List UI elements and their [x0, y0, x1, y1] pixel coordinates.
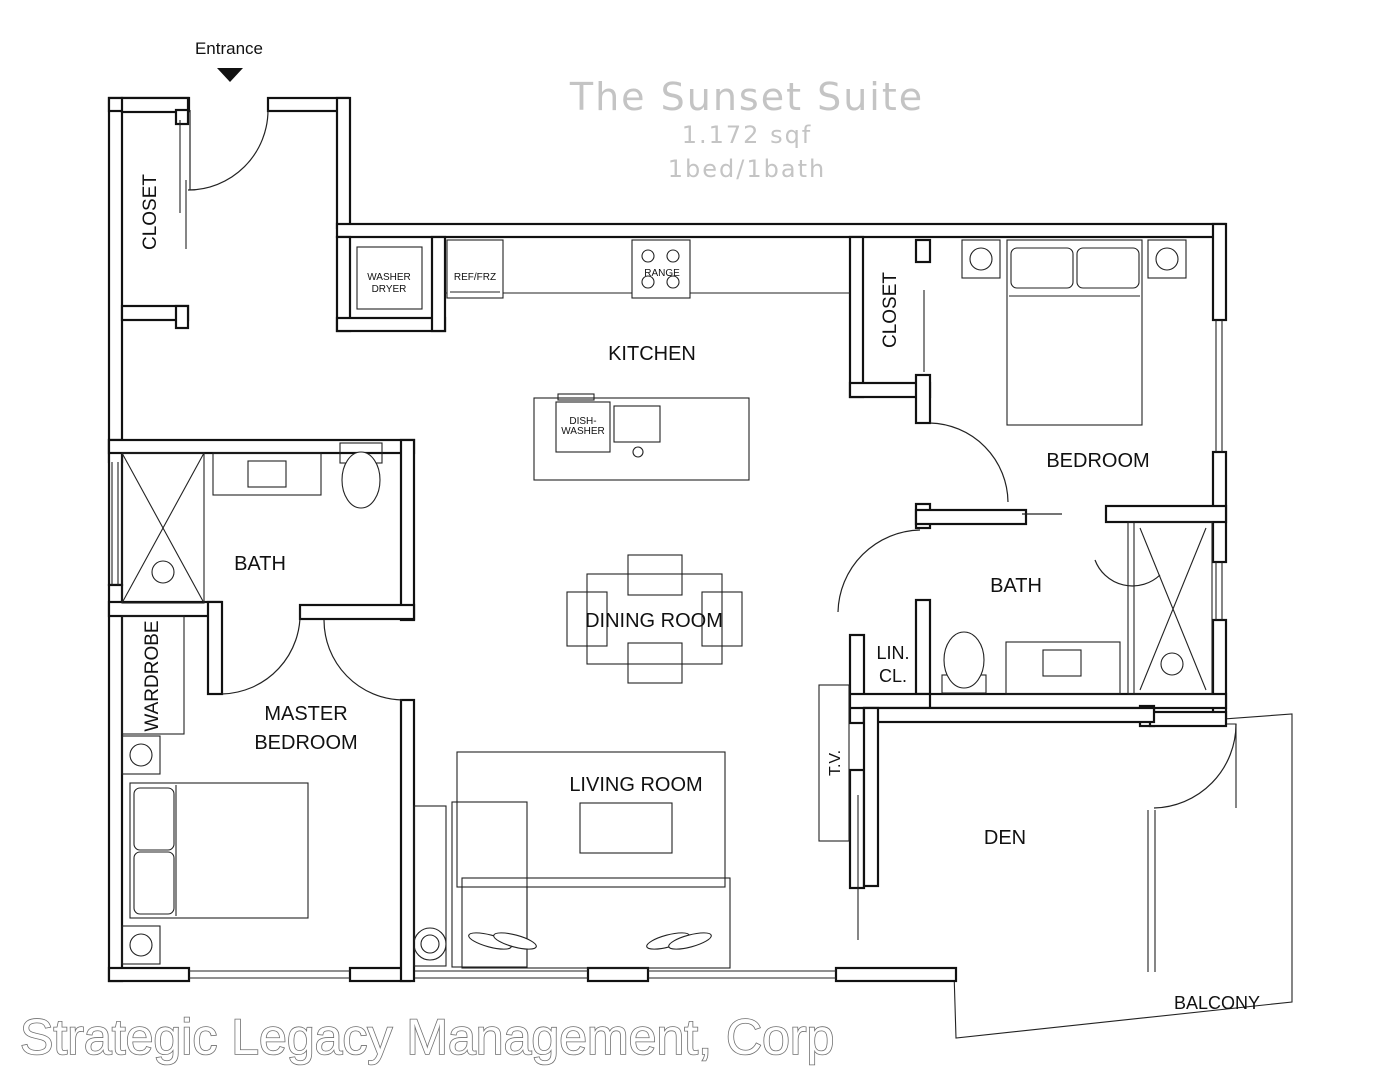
bedroom-label: BEDROOM — [1046, 450, 1149, 472]
master-bedroom-label-2: BEDROOM — [254, 732, 357, 754]
balcony — [953, 713, 1293, 1039]
kitchen-island — [533, 393, 750, 481]
entrance-arrow-icon — [217, 68, 243, 82]
dining-room-label: DINING ROOM — [585, 610, 723, 632]
plan-title: The Sunset Suite — [569, 75, 924, 119]
master-bath-label: BATH — [234, 553, 286, 575]
guest-bath-fixtures — [941, 521, 1213, 695]
plan-area: 1.172 sqf — [682, 121, 813, 149]
ref-frz-label: REF/FRZ — [454, 272, 496, 283]
dishwasher-label-2: WASHER — [561, 426, 605, 437]
tv-label: T.V. — [827, 750, 844, 776]
living-room-furniture — [413, 751, 731, 969]
entrance-label: Entrance — [195, 39, 263, 58]
linen-closet-label-2: CL. — [879, 666, 907, 686]
dining-table — [566, 554, 743, 684]
entry-closet-label: CLOSET — [140, 174, 161, 250]
range-label: RANGE — [644, 268, 680, 279]
walls — [107, 96, 1228, 983]
living-room-label: LIVING ROOM — [569, 774, 702, 796]
linen-closet-label-1: LIN. — [876, 643, 909, 663]
master-bath-fixtures — [121, 442, 383, 604]
guest-bath-label: BATH — [990, 575, 1042, 597]
bedroom-bed — [961, 239, 1187, 426]
kitchen-label: KITCHEN — [608, 343, 696, 365]
doors — [179, 109, 1237, 940]
wardrobe-label: WARDROBE — [142, 620, 163, 731]
master-bedroom-label-1: MASTER — [264, 703, 347, 725]
range — [631, 239, 691, 299]
den-label: DEN — [984, 827, 1026, 849]
dryer-label: DRYER — [372, 284, 407, 295]
wardrobe — [121, 615, 185, 735]
fridge — [446, 239, 504, 299]
dishwasher-label-1: DISH- — [569, 416, 596, 427]
master-bed — [121, 735, 309, 965]
washer-label: WASHER — [367, 272, 411, 283]
bedroom-closet-label: CLOSET — [880, 272, 901, 348]
tv-console — [818, 684, 850, 842]
plan-bed-bath: 1bed/1bath — [668, 155, 826, 183]
washer-dryer — [356, 246, 423, 310]
balcony-label: BALCONY — [1174, 993, 1260, 1013]
watermark: Strategic Legacy Management, Corp — [20, 1009, 834, 1065]
